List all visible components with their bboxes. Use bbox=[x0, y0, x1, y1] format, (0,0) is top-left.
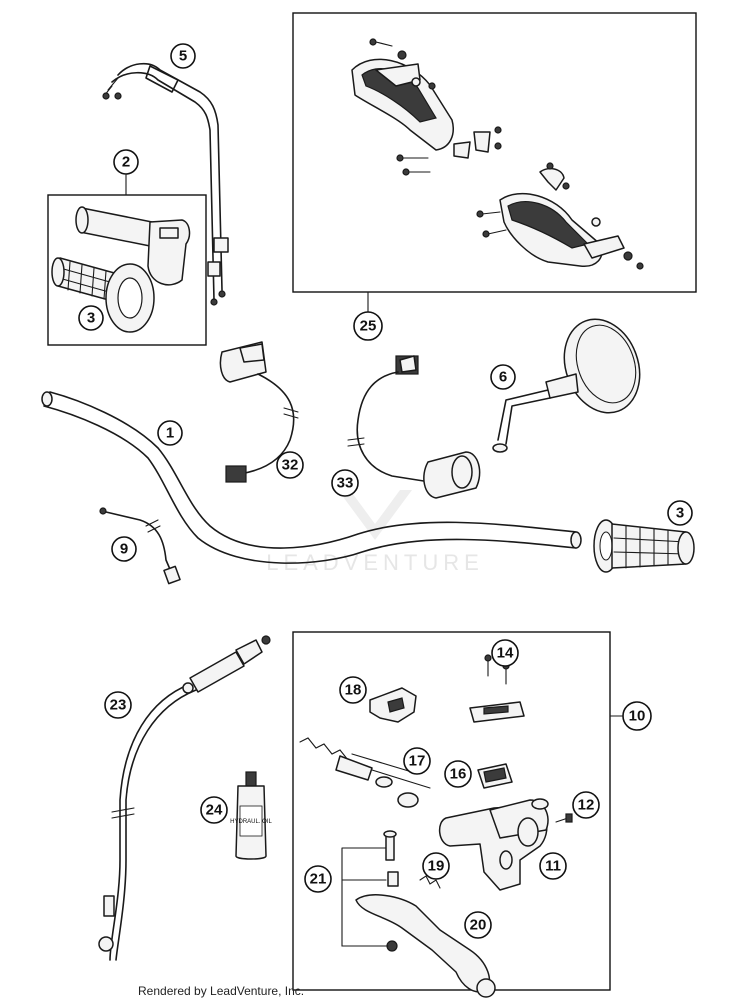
callout-32: 32 bbox=[276, 451, 304, 479]
right-handlebar-switch bbox=[347, 355, 481, 499]
svg-text:11: 11 bbox=[545, 858, 561, 875]
callout-3-right: 3 bbox=[667, 500, 693, 526]
callout-10: 10 bbox=[622, 701, 652, 731]
svg-text:12: 12 bbox=[578, 797, 595, 814]
handguard-kit-box bbox=[292, 12, 697, 293]
callout-25: 25 bbox=[353, 311, 383, 341]
callout-3-left: 3 bbox=[78, 305, 104, 331]
kill-switch-cable bbox=[99, 507, 181, 585]
callout-16: 16 bbox=[444, 760, 472, 788]
brake-master-cylinder-parts bbox=[299, 654, 573, 998]
callout-12: 12 bbox=[572, 791, 600, 819]
svg-text:2: 2 bbox=[122, 154, 130, 171]
svg-text:19: 19 bbox=[428, 858, 445, 875]
svg-text:10: 10 bbox=[629, 708, 646, 725]
svg-text:3: 3 bbox=[676, 505, 684, 522]
callout-1: 1 bbox=[157, 420, 183, 446]
svg-text:33: 33 bbox=[337, 475, 354, 492]
svg-text:32: 32 bbox=[282, 457, 299, 474]
throttle-cables bbox=[102, 62, 229, 306]
callout-6: 6 bbox=[490, 364, 516, 390]
hydraulic-oil-bottle: HYDRAUL. OIL bbox=[230, 771, 272, 860]
footer-credit: Rendered by LeadVenture, Inc. bbox=[138, 984, 305, 998]
svg-text:16: 16 bbox=[450, 766, 467, 783]
svg-text:20: 20 bbox=[470, 917, 487, 934]
svg-text:25: 25 bbox=[360, 318, 377, 335]
mirror bbox=[492, 318, 641, 453]
callout-9: 9 bbox=[111, 536, 137, 562]
svg-text:3: 3 bbox=[87, 310, 95, 327]
svg-text:5: 5 bbox=[179, 48, 187, 65]
hand-guards bbox=[351, 38, 644, 270]
svg-text:23: 23 bbox=[110, 697, 127, 714]
left-handlebar-switch bbox=[219, 341, 299, 483]
svg-text:18: 18 bbox=[345, 682, 362, 699]
svg-text:24: 24 bbox=[206, 802, 223, 819]
bottle-label: HYDRAUL. OIL bbox=[230, 819, 272, 825]
callout-2: 2 bbox=[113, 149, 139, 175]
svg-text:9: 9 bbox=[120, 541, 128, 558]
svg-text:14: 14 bbox=[497, 645, 514, 662]
callout-5: 5 bbox=[170, 43, 196, 69]
right-grip bbox=[593, 519, 695, 573]
svg-text:6: 6 bbox=[499, 369, 507, 386]
callout-21: 21 bbox=[304, 865, 332, 893]
callout-11: 11 bbox=[539, 852, 567, 880]
brake-master-cylinder-kit-box bbox=[292, 631, 611, 991]
handlebar bbox=[41, 391, 582, 564]
throttle-grip-assembly bbox=[51, 206, 191, 333]
svg-text:1: 1 bbox=[166, 425, 174, 442]
callout-18: 18 bbox=[339, 676, 367, 704]
callout-17: 17 bbox=[403, 747, 431, 775]
throttle-grip-kit-box bbox=[47, 194, 207, 346]
callout-24: 24 bbox=[200, 796, 228, 824]
callout-19: 19 bbox=[422, 852, 450, 880]
svg-text:17: 17 bbox=[409, 753, 426, 770]
clutch-cable bbox=[98, 635, 271, 961]
callout-23: 23 bbox=[104, 691, 132, 719]
callout-14: 14 bbox=[491, 639, 519, 667]
svg-text:21: 21 bbox=[310, 871, 327, 888]
callout-33: 33 bbox=[331, 469, 359, 497]
callout-20: 20 bbox=[464, 911, 492, 939]
